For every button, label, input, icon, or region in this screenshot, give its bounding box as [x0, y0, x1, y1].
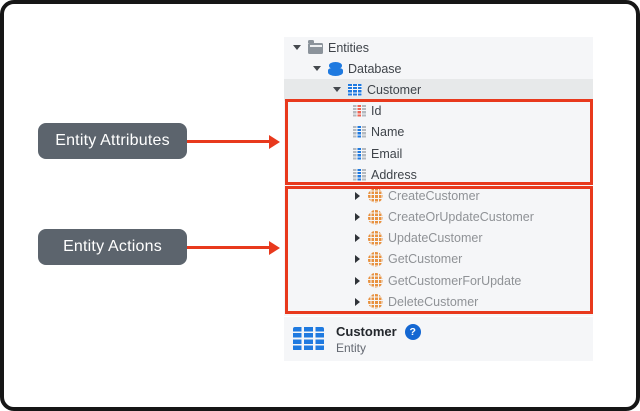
- actions-arrowhead-icon: [269, 240, 280, 255]
- entity-tree-panel: Entities Database Customer Id Name Email…: [284, 37, 593, 316]
- tree-row-label: DeleteCustomer: [388, 294, 479, 309]
- attribute-icon: [353, 168, 366, 181]
- chevron-down-icon[interactable]: [333, 87, 348, 92]
- selection-detail-panel: Customer ? Entity: [284, 317, 593, 361]
- action-icon: [368, 230, 383, 246]
- entity-icon: [293, 327, 324, 351]
- chevron-right-icon[interactable]: [353, 277, 368, 285]
- help-icon[interactable]: ?: [404, 323, 421, 340]
- tree-row-label: Customer: [367, 82, 422, 97]
- tree-row[interactable]: Customer: [284, 79, 593, 101]
- key-attribute-icon: [353, 105, 366, 118]
- tree-row[interactable]: Email: [284, 143, 593, 164]
- actions-arrow: [187, 246, 269, 249]
- entity-attributes-callout-label: Entity Attributes: [55, 132, 170, 149]
- tree-row-label: Address: [371, 167, 417, 182]
- entity-actions-callout: Entity Actions: [38, 229, 187, 265]
- tree-row-label: CreateOrUpdateCustomer: [388, 210, 534, 225]
- tree-row[interactable]: CreateOrUpdateCustomer: [284, 207, 593, 228]
- action-icon: [368, 188, 383, 204]
- tree-row[interactable]: Database: [284, 58, 593, 79]
- entity-actions-callout-label: Entity Actions: [63, 238, 162, 255]
- action-icon: [368, 294, 383, 310]
- tree-row-label: CreateCustomer: [388, 188, 480, 203]
- detail-subtitle: Entity: [336, 340, 367, 355]
- tree-row-label: GetCustomerForUpdate: [388, 273, 522, 288]
- entity-attributes-callout: Entity Attributes: [38, 123, 187, 159]
- chevron-right-icon[interactable]: [353, 192, 368, 200]
- tree-row[interactable]: Address: [284, 164, 593, 185]
- tree-row[interactable]: Name: [284, 122, 593, 143]
- tree-row[interactable]: DeleteCustomer: [284, 291, 593, 312]
- tree-row[interactable]: GetCustomerForUpdate: [284, 270, 593, 291]
- attributes-arrow: [187, 140, 269, 143]
- detail-text: Customer ? Entity: [336, 323, 421, 355]
- tree-row-label: Id: [371, 104, 382, 119]
- attributes-arrowhead-icon: [269, 134, 280, 149]
- tree-row-label: GetCustomer: [388, 252, 463, 267]
- database-icon: [328, 61, 343, 76]
- folder-icon: [308, 40, 323, 54]
- chevron-right-icon[interactable]: [353, 213, 368, 221]
- chevron-right-icon[interactable]: [353, 255, 368, 263]
- action-icon: [368, 209, 383, 225]
- tree-row-label: Email: [371, 146, 403, 161]
- entity-icon: [348, 83, 362, 96]
- tree-row-label: Database: [348, 61, 402, 76]
- tree-row[interactable]: Entities: [284, 37, 593, 58]
- chevron-right-icon[interactable]: [353, 234, 368, 242]
- chevron-right-icon[interactable]: [353, 298, 368, 306]
- tree-row[interactable]: CreateCustomer: [284, 185, 593, 206]
- tree-row[interactable]: Id: [284, 101, 593, 122]
- chevron-down-icon[interactable]: [293, 45, 308, 50]
- tree-row-label: Name: [371, 125, 405, 140]
- tree-row[interactable]: UpdateCustomer: [284, 228, 593, 249]
- detail-title: Customer: [336, 324, 397, 339]
- chevron-down-icon[interactable]: [313, 66, 328, 71]
- action-icon: [368, 273, 383, 289]
- action-icon: [368, 251, 383, 267]
- tree-row-label: UpdateCustomer: [388, 231, 483, 246]
- tree-row-label: Entities: [328, 40, 369, 55]
- tree-row[interactable]: GetCustomer: [284, 249, 593, 270]
- attribute-icon: [353, 126, 366, 139]
- attribute-icon: [353, 147, 366, 160]
